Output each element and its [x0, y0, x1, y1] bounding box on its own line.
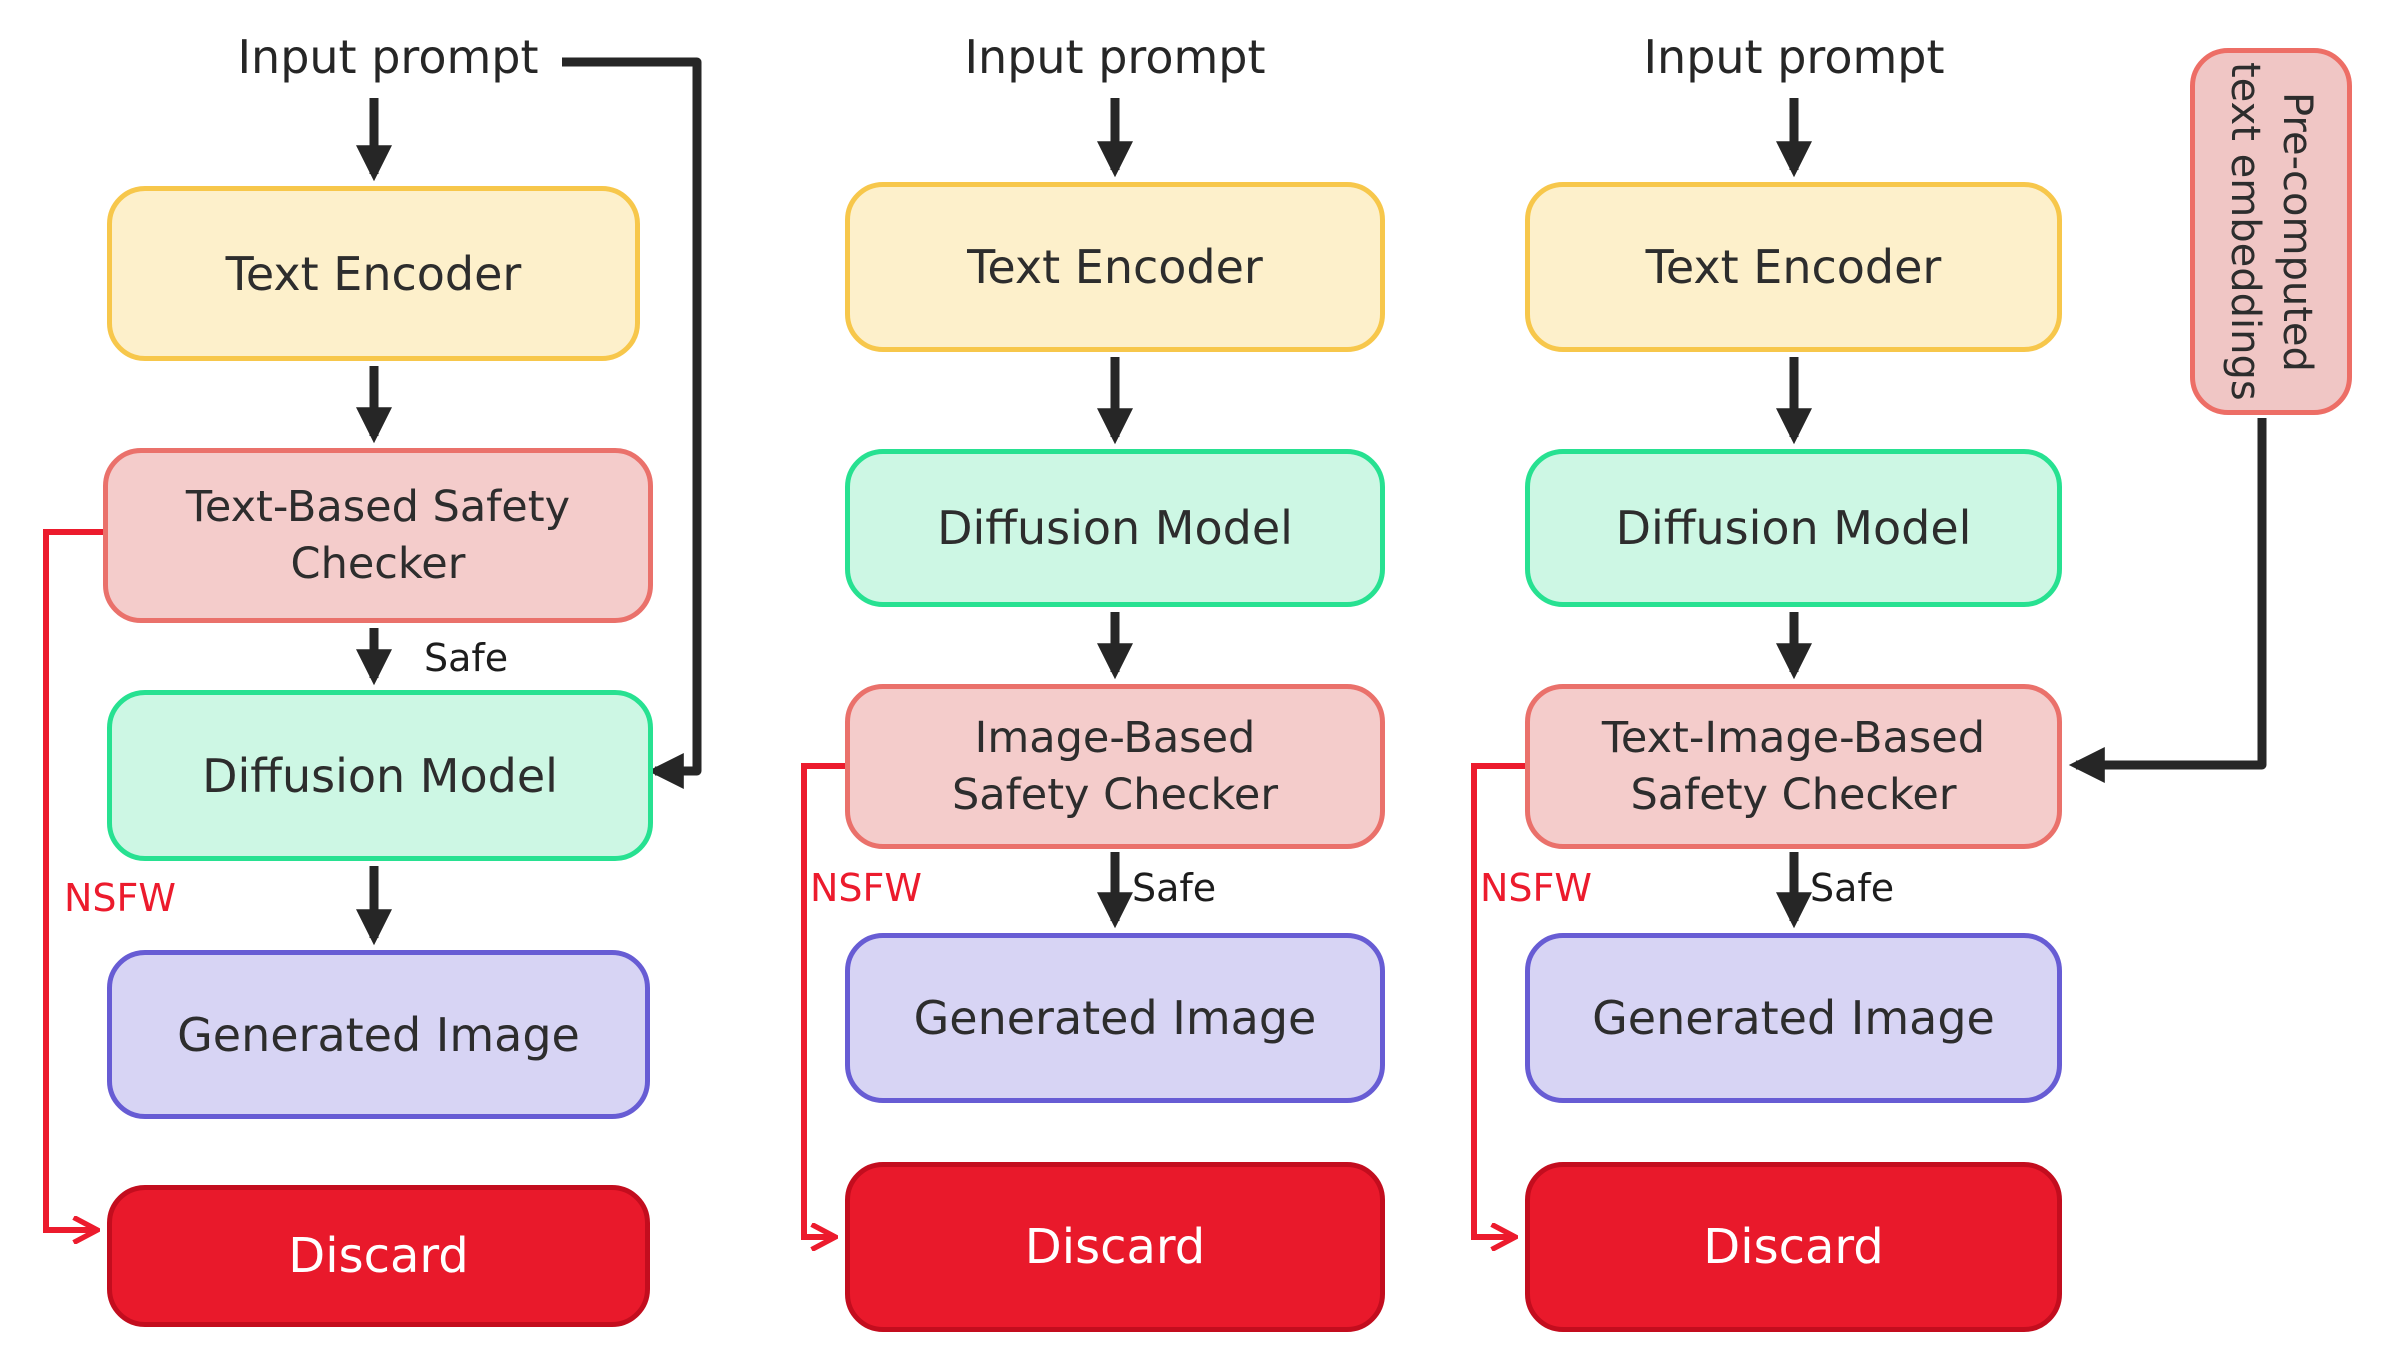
- discard-label: Discard: [288, 1228, 469, 1284]
- generated-image-label: Generated Image: [913, 991, 1317, 1045]
- discard-box: Discard: [845, 1162, 1385, 1332]
- image-based-safety-checker-box: Image-Based Safety Checker: [845, 684, 1385, 849]
- diffusion-model-box: Diffusion Model: [845, 449, 1385, 607]
- text-based-safety-checker-label: Text-Based Safety Checker: [185, 481, 571, 589]
- text-encoder-label: Text Encoder: [967, 240, 1263, 294]
- nsfw-edge-label: NSFW: [64, 876, 176, 920]
- diffusion-model-box: Diffusion Model: [107, 690, 653, 861]
- text-image-based-safety-checker-label: Text-Image-Based Safety Checker: [1601, 712, 1986, 820]
- discard-label: Discard: [1024, 1219, 1206, 1275]
- input-prompt-label: Input prompt: [964, 30, 1266, 84]
- image-based-safety-checker-label: Image-Based Safety Checker: [951, 712, 1279, 820]
- generated-image-box: Generated Image: [845, 933, 1385, 1103]
- text-encoder-box: Text Encoder: [845, 182, 1385, 352]
- wire-col1-prompt-bypass-to-diffusion: [562, 57, 702, 789]
- wire-col2-nsfw-to-discard: [801, 763, 845, 1237]
- discard-box: Discard: [107, 1185, 650, 1327]
- input-prompt-label: Input prompt: [1643, 30, 1945, 84]
- discard-label: Discard: [1703, 1219, 1884, 1275]
- wire-embeddings-to-checker: [2068, 418, 2267, 783]
- text-encoder-label: Text Encoder: [1645, 240, 1942, 294]
- discard-box: Discard: [1525, 1162, 2062, 1332]
- safe-edge-label: Safe: [1810, 866, 1895, 910]
- text-encoder-box: Text Encoder: [1525, 182, 2062, 352]
- nsfw-edge-label: NSFW: [1480, 866, 1592, 910]
- generated-image-label: Generated Image: [177, 1007, 580, 1062]
- generated-image-box: Generated Image: [1525, 933, 2062, 1103]
- diffusion-model-label: Diffusion Model: [1615, 501, 1972, 555]
- safe-edge-label: Safe: [1132, 866, 1217, 910]
- text-encoder-box: Text Encoder: [107, 186, 640, 361]
- diffusion-model-label: Diffusion Model: [937, 501, 1293, 555]
- input-prompt-label: Input prompt: [237, 30, 539, 84]
- text-image-based-safety-checker-box: Text-Image-Based Safety Checker: [1525, 684, 2062, 849]
- wire-col1-nsfw-to-discard: [43, 529, 103, 1230]
- text-based-safety-checker-box: Text-Based Safety Checker: [103, 448, 653, 623]
- pre-computed-text-embeddings-box: Pre-computed text embeddings: [2190, 48, 2352, 415]
- pre-computed-text-embeddings-label: Pre-computed text embeddings: [2222, 62, 2320, 401]
- diffusion-model-box: Diffusion Model: [1525, 449, 2062, 607]
- text-encoder-label: Text Encoder: [225, 246, 522, 301]
- nsfw-edge-label: NSFW: [810, 866, 922, 910]
- diffusion-model-label: Diffusion Model: [202, 748, 558, 803]
- generated-image-box: Generated Image: [107, 950, 650, 1119]
- safe-edge-label: Safe: [424, 636, 509, 680]
- wire-col3-nsfw-to-discard: [1471, 763, 1525, 1237]
- generated-image-label: Generated Image: [1592, 991, 1995, 1045]
